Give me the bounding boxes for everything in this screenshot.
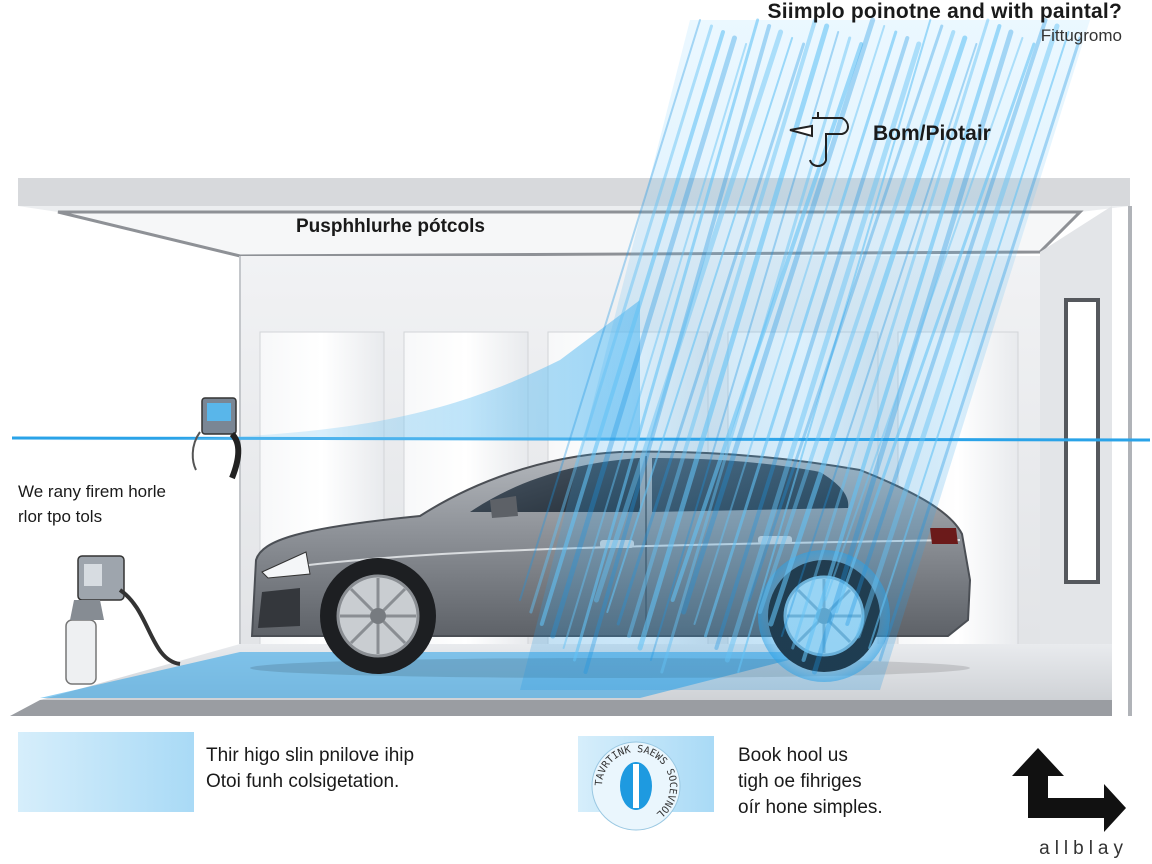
wall-paint-dispenser-icon [191, 397, 242, 480]
right-post [1128, 206, 1132, 716]
spray-streak [550, 35, 737, 639]
panel-left-line2: Otoi funh colsigetation. [206, 771, 400, 792]
paint-pressure-pot-icon [65, 555, 181, 685]
ceiling-label: Pusphhlurhe pótcols [296, 216, 485, 237]
spray-streak [616, 42, 806, 626]
brand-logo-text: allblay [1039, 838, 1128, 859]
panel-right-line3: oír hone simples. [738, 797, 883, 818]
car-front-wheel [320, 558, 436, 674]
car-grille [258, 588, 300, 628]
spray-streak [539, 30, 725, 626]
spray-streak [801, 24, 1002, 662]
spray-streak [855, 23, 1060, 639]
spray-streak [845, 18, 1048, 626]
spray-streak [704, 30, 898, 638]
page-title: Siimplo poinotne and with paintal? [767, 0, 1122, 23]
panel-left-swatch [18, 732, 194, 812]
page-subtitle: Fittugromo [1040, 26, 1122, 45]
spray-streak [583, 24, 772, 674]
spray-streak [670, 42, 864, 602]
side-caption-line1: We rany firem horle [18, 482, 167, 501]
spray-streak [593, 29, 784, 603]
spray-streak [834, 42, 1036, 614]
spray-streak [714, 36, 910, 650]
turn-arrow-icon [1012, 748, 1126, 832]
spray-streak [529, 24, 713, 614]
spray-streak [649, 31, 840, 661]
spray-streak [768, 35, 968, 627]
spray-streak [747, 24, 944, 602]
spray-beam [519, 17, 1090, 690]
spray-streak [824, 37, 1024, 601]
spray-streak [573, 18, 760, 662]
spray-streak [780, 43, 978, 637]
spray-streak [791, 18, 990, 650]
spray-streak [606, 37, 794, 613]
spray-wave [12, 300, 640, 441]
spray-streak [693, 25, 886, 625]
spray-streak [737, 19, 932, 673]
car-mirror [490, 496, 518, 518]
car-headlight [261, 551, 311, 579]
spray-streak [627, 18, 818, 638]
panel-right-line1: Book hool us [738, 745, 848, 766]
spray-gun-label: Bom/Piotair [873, 122, 991, 145]
spray-streak [562, 43, 748, 649]
spray-gun-icon [789, 112, 849, 167]
panel-right-line2: tigh oe fihriges [738, 771, 862, 792]
spray-streak [519, 19, 701, 601]
spray-streak [812, 29, 1014, 675]
spray-streak [868, 31, 1070, 649]
side-caption-line2: rlor tpo tols [18, 507, 103, 526]
car-taillight [930, 528, 958, 544]
spray-streak [878, 36, 1082, 662]
floor-edge [10, 700, 1112, 716]
panel-left-line1: Thir higo slin pnilove ihip [206, 745, 415, 766]
spray-streak [758, 30, 956, 614]
seal-badge-icon: TAVRTINK SAEWS SOCEVNOL [591, 741, 681, 831]
spray-streak [724, 41, 922, 663]
